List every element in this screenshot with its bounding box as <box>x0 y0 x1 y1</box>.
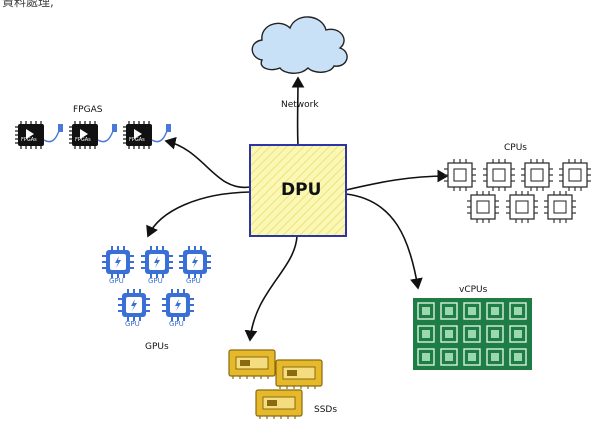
cpu-chip-icon <box>544 191 576 223</box>
dpu-label: DPU <box>281 180 321 200</box>
arrow-to-vcpus <box>346 194 418 288</box>
fpga-chip-text: FPGAs <box>129 137 145 143</box>
gpus-label: GPUs <box>145 342 169 352</box>
ssd-icon <box>229 350 275 379</box>
arrow-to-ssds <box>250 236 297 340</box>
fpga-chip-icon <box>69 121 117 149</box>
gpu-chip-label: GPU <box>169 320 184 328</box>
gpu-chip-icon <box>118 289 150 321</box>
cpu-chip-icon <box>444 159 476 191</box>
fpga-chip-text: FPGAs <box>21 137 37 143</box>
cpu-chip-icon <box>506 191 538 223</box>
cpu-chip-icon <box>483 159 515 191</box>
gpu-chip-label: GPU <box>125 320 140 328</box>
vcpus-label: vCPUs <box>459 285 487 295</box>
cloud-icon <box>252 17 347 73</box>
fpga-chip-icon <box>123 121 171 149</box>
cpu-chip-icon <box>559 159 591 191</box>
cpu-group <box>444 159 591 223</box>
fpga-group <box>15 121 171 149</box>
ssd-icon <box>276 360 322 389</box>
gpu-chip-icon <box>179 246 211 278</box>
gpu-chip-icon <box>141 246 173 278</box>
ssd-icon <box>256 390 302 419</box>
fpgas-label: FPGAS <box>73 105 102 115</box>
ssds-label: SSDs <box>314 405 337 415</box>
gpu-chip-icon <box>162 289 194 321</box>
ssd-group <box>229 350 322 419</box>
cpu-chip-icon <box>521 159 553 191</box>
header-top-text: 資料處理, <box>2 0 54 10</box>
fpga-chip-text: FPGAs <box>75 137 91 143</box>
cpus-label: CPUs <box>504 143 527 153</box>
vcpu-grid-icon <box>413 298 532 370</box>
network-label: Network <box>281 100 319 110</box>
arrow-to-gpus <box>148 192 250 236</box>
gpu-chip-label: GPU <box>148 277 163 285</box>
arrow-to-cpus <box>346 176 447 190</box>
cpu-chip-icon <box>467 191 499 223</box>
arrow-to-fpgas <box>166 141 250 187</box>
gpu-chip-icon <box>102 246 134 278</box>
gpu-chip-label: GPU <box>109 277 124 285</box>
fpga-chip-icon <box>15 121 63 149</box>
gpu-chip-label: GPU <box>186 277 201 285</box>
